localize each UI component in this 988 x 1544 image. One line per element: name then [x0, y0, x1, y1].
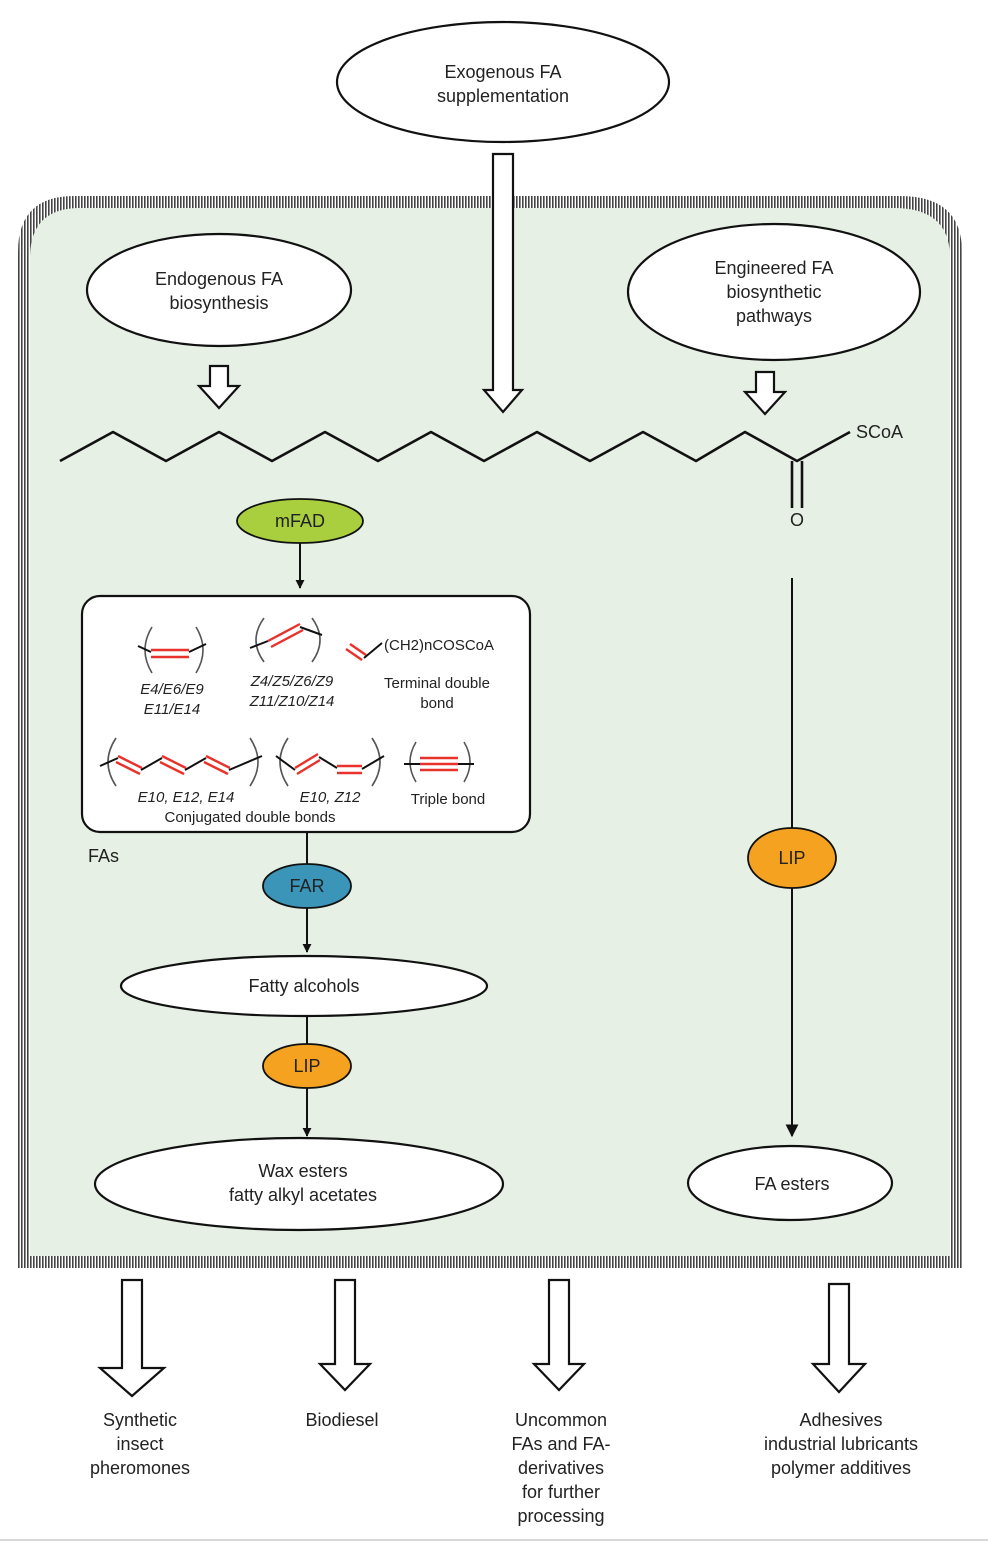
output-arrow-biodiesel	[317, 1278, 373, 1392]
exogenous-line-1: Exogenous FA	[444, 62, 561, 82]
engineered-line-2: biosynthetic	[726, 282, 821, 302]
pheromones-line-2: insect	[116, 1434, 163, 1454]
engineered-fa-node: Engineered FA biosynthetic pathways	[626, 222, 922, 362]
endogenous-line-1: Endogenous FA	[155, 269, 283, 289]
exogenous-line-2: supplementation	[437, 86, 569, 106]
uncommon-line-3: derivatives	[518, 1458, 604, 1478]
e-series-line-1: E4/E6/E9	[140, 681, 204, 698]
fatty-alcohols-label: Fatty alcohols	[248, 976, 359, 996]
triple-bond-label: Triple bond	[411, 791, 486, 808]
wax-esters-line-1: Wax esters	[258, 1161, 347, 1181]
product-adhesives: Adhesives industrial lubricants polymer …	[764, 1410, 918, 1478]
output-arrow-uncommon	[531, 1278, 587, 1392]
product-pheromones: Synthetic insect pheromones	[90, 1410, 190, 1478]
endogenous-fa-node: Endogenous FA biosynthesis	[85, 232, 353, 348]
exogenous-hollow-arrow	[481, 152, 525, 414]
engineered-line-1: Engineered FA	[714, 258, 833, 278]
conj-left-label: E10, E12, E14	[138, 789, 235, 806]
conjugated-eee-structure	[99, 737, 263, 787]
z-series-line-1: Z4/Z5/Z6/Z9	[250, 673, 334, 690]
oxygen-label: O	[790, 510, 804, 530]
lip-right-enzyme: LIP	[747, 827, 837, 889]
engineered-hollow-arrow	[742, 370, 788, 416]
fas-label: FAs	[88, 846, 119, 866]
z-series-line-2: Z11/Z10/Z14	[249, 693, 335, 710]
far-enzyme: FAR	[262, 863, 352, 909]
pheromones-line-3: pheromones	[90, 1458, 190, 1478]
adhesives-line-2: industrial lubricants	[764, 1434, 918, 1454]
terminal-double-bond-structure	[345, 642, 383, 661]
wax-esters-node: Wax esters fatty alkyl acetates	[93, 1136, 505, 1232]
engineered-line-3: pathways	[736, 306, 812, 326]
acyl-coa-chain: SCoA O	[59, 422, 903, 530]
carbon-chain	[59, 430, 851, 463]
pheromones-line-1: Synthetic	[103, 1410, 177, 1430]
adhesives-line-3: polymer additives	[771, 1458, 911, 1478]
lip-left-enzyme: LIP	[262, 1043, 352, 1089]
terminal-formula: (CH2)nCOSCoA	[384, 637, 494, 654]
endogenous-line-2: biosynthesis	[169, 293, 268, 313]
mfad-enzyme: mFAD	[236, 498, 364, 544]
terminal-label-line-1: Terminal double	[384, 675, 490, 692]
product-uncommon: Uncommon FAs and FA- derivatives for fur…	[511, 1410, 610, 1526]
fa-esters-node: FA esters	[686, 1144, 894, 1222]
uncommon-line-5: processing	[517, 1506, 604, 1526]
uncommon-line-2: FAs and FA-	[511, 1434, 610, 1454]
uncommon-line-1: Uncommon	[515, 1410, 607, 1430]
mfad-label: mFAD	[275, 511, 325, 531]
scoa-label: SCoA	[856, 422, 903, 442]
biodiesel-line-1: Biodiesel	[305, 1410, 378, 1430]
lip-left-label: LIP	[293, 1056, 320, 1076]
product-biodiesel: Biodiesel	[305, 1410, 378, 1430]
triple-bond-structure	[404, 741, 474, 783]
conj-mid-label: E10, Z12	[300, 789, 362, 806]
output-arrow-pheromones	[97, 1278, 167, 1398]
uncommon-line-4: for further	[522, 1482, 600, 1502]
exogenous-fa-node: Exogenous FA supplementation	[335, 20, 671, 144]
endogenous-hollow-arrow	[196, 364, 242, 410]
conjugated-bonds-label: Conjugated double bonds	[165, 809, 336, 826]
adhesives-line-1: Adhesives	[799, 1410, 882, 1430]
fa-types-box: E4/E6/E9 E11/E14 Z4/Z5/Z6/Z9 Z11/Z10/Z14…	[80, 594, 532, 834]
fa-esters-label: FA esters	[754, 1174, 829, 1194]
trans-double-bond-structure	[137, 626, 207, 674]
far-label: FAR	[289, 876, 324, 896]
lip-right-label: LIP	[778, 848, 805, 868]
cis-double-bond-structure	[249, 617, 323, 663]
wax-esters-line-2: fatty alkyl acetates	[229, 1185, 377, 1205]
e-series-line-2: E11/E14	[144, 701, 200, 718]
output-arrow-adhesives	[810, 1282, 868, 1394]
fatty-alcohols-node: Fatty alcohols	[119, 954, 489, 1018]
conjugated-ez-structure	[275, 737, 385, 787]
terminal-label-line-2: bond	[420, 695, 453, 712]
